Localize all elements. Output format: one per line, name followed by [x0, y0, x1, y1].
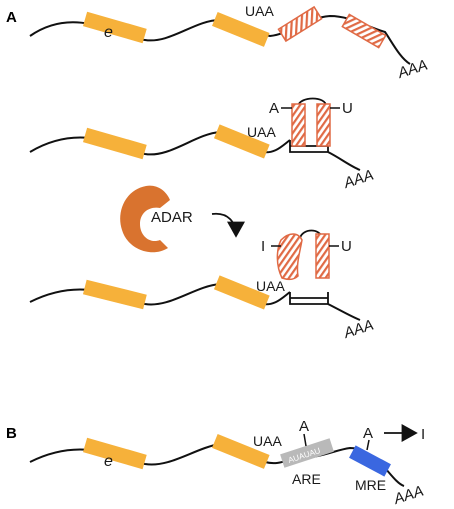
mre-box — [349, 445, 391, 477]
stop-codon-label: UAA — [245, 3, 274, 19]
polya-label: AAA — [395, 56, 430, 82]
adar-enzyme-icon: ADAR — [120, 185, 193, 253]
mre-base-label: A — [363, 425, 373, 442]
dsrna-strand — [291, 103, 306, 147]
exon-box — [82, 127, 147, 160]
adar-label: ADAR — [151, 209, 193, 226]
base-label-a: A — [269, 100, 279, 117]
are-label: ARE — [292, 471, 321, 487]
dsrna-strand — [316, 103, 331, 147]
stop-codon-label: UAA — [256, 278, 285, 294]
dsrna-segment — [277, 5, 323, 43]
exon-box — [212, 12, 270, 47]
mrna-tail — [327, 303, 361, 321]
exon-box — [213, 124, 270, 159]
polya-label: AAA — [391, 482, 426, 508]
mrna-tail — [327, 151, 361, 171]
mre-label: MRE — [355, 477, 386, 493]
exon-label: e — [104, 24, 113, 41]
panel-label-a: A — [6, 9, 17, 26]
polya-label: AAA — [341, 166, 376, 192]
exon-box — [82, 437, 147, 470]
base-label-u: U — [341, 238, 352, 255]
exon-box — [213, 275, 270, 310]
edited-base-label: I — [421, 426, 425, 443]
base-tick — [366, 439, 370, 451]
polya-label: AAA — [341, 316, 376, 342]
exon-box — [212, 434, 270, 469]
dsrna-strand — [315, 233, 330, 279]
base-tick — [303, 433, 307, 447]
mrna-row-3: I U UAA AAA — [29, 229, 376, 342]
are-base-label: A — [299, 418, 309, 435]
exon-label: e — [104, 453, 113, 470]
exon-box — [82, 11, 147, 44]
mrna-row-4: AUAUAU e UAA A ARE A I MRE AAA — [29, 418, 426, 508]
curved-arrow-icon — [211, 212, 245, 238]
adar-shape — [120, 185, 170, 253]
dsrna-segment — [341, 13, 387, 49]
mrna-row-1: e UAA AAA — [29, 3, 430, 82]
stop-codon-label: UAA — [253, 433, 282, 449]
are-box — [280, 438, 334, 468]
mrna-row-2: A U UAA AAA — [29, 97, 376, 192]
panel-label-b: B — [6, 425, 17, 442]
stop-codon-label: UAA — [247, 124, 276, 140]
exon-box — [82, 279, 147, 310]
base-label-i: I — [261, 238, 265, 255]
edited-dsrna-strand — [276, 233, 303, 281]
base-label-u: U — [342, 100, 353, 117]
